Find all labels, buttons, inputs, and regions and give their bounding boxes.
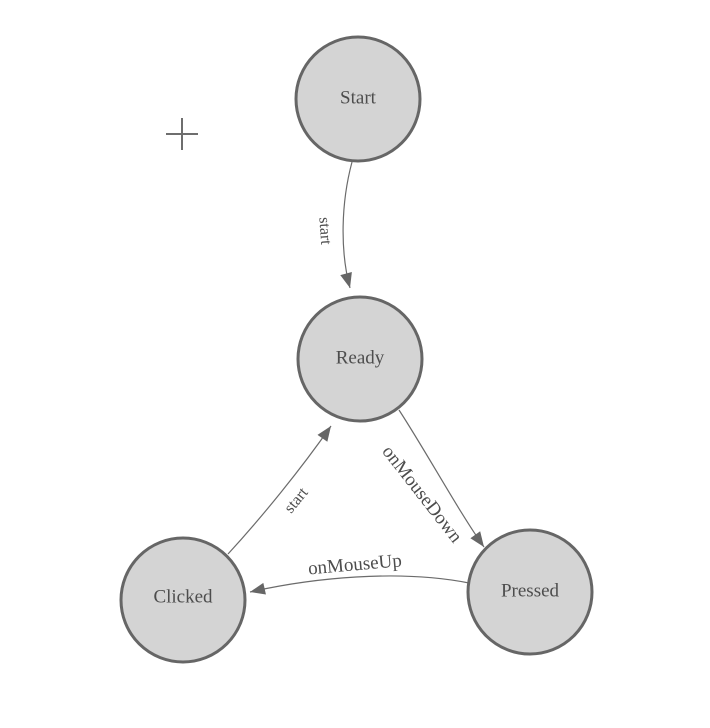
node-label: Ready xyxy=(336,347,385,368)
edge-line[interactable] xyxy=(249,575,470,595)
state-node-pressed[interactable]: Pressed xyxy=(466,528,594,656)
edge-line[interactable] xyxy=(340,161,353,289)
node-label: Start xyxy=(340,87,377,108)
state-node-ready[interactable]: Ready xyxy=(296,295,424,423)
node-label: Pressed xyxy=(501,580,560,601)
node-label: Clicked xyxy=(153,586,213,607)
edge-label-start: start xyxy=(315,217,334,246)
edge-start-to-ready[interactable]: start xyxy=(315,161,353,289)
node-circle[interactable] xyxy=(119,536,247,664)
edge-clicked-to-ready[interactable]: start xyxy=(227,425,332,555)
node-circle[interactable] xyxy=(466,528,594,656)
edge-line[interactable] xyxy=(227,425,332,555)
node-circle[interactable] xyxy=(296,295,424,423)
state-node-start[interactable]: Start xyxy=(294,35,422,163)
edge-pressed-to-clicked[interactable]: onMouseUp xyxy=(249,550,470,595)
edge-line[interactable] xyxy=(398,409,485,548)
state-node-clicked[interactable]: Clicked xyxy=(119,536,247,664)
edge-label-onmousedown: onMouseDown xyxy=(378,442,467,548)
edge-label-onmouseup: onMouseUp xyxy=(307,550,402,579)
edge-label-start: start xyxy=(281,484,312,517)
node-circle[interactable] xyxy=(294,35,422,163)
crosshair-icon xyxy=(166,118,198,150)
edge-ready-to-pressed[interactable]: onMouseDown xyxy=(378,409,485,548)
